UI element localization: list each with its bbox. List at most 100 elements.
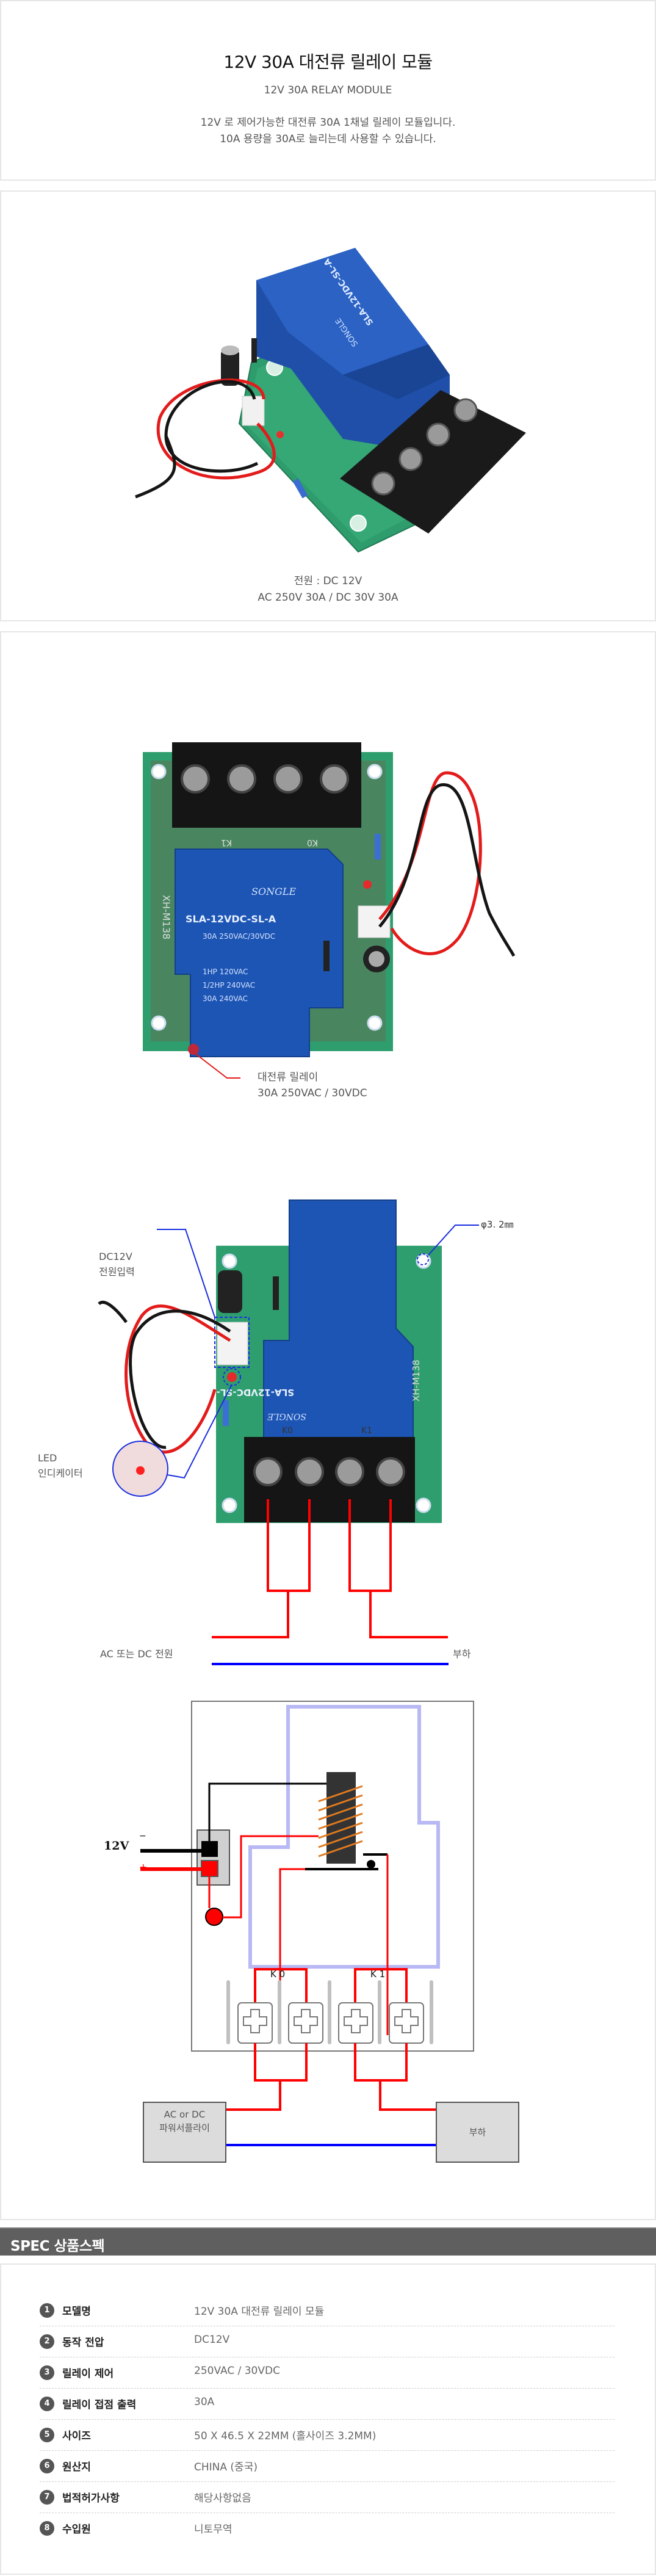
resistor xyxy=(375,834,381,859)
capacitor xyxy=(218,1270,242,1313)
spec-label: 법적허가사항 xyxy=(62,2492,120,2505)
terminal-k0-label: K0 xyxy=(307,838,318,847)
spec-row: 2 동작 전압 DC12V xyxy=(38,2326,615,2357)
mount-hole xyxy=(222,1253,237,1269)
black-wire xyxy=(98,1300,231,1449)
coil-negative-wire xyxy=(208,1782,326,1845)
power-supply-line-1: AC or DC xyxy=(164,2109,206,2120)
spec-header: SPEC 상품스펙 xyxy=(0,2227,656,2256)
load-label: 부하 xyxy=(453,1648,471,1660)
relay-hp1-text: 1HP 120VAC xyxy=(203,968,248,976)
terminal-screw xyxy=(398,447,423,471)
terminal-block xyxy=(340,390,526,534)
row-separator xyxy=(40,2450,615,2451)
red-wire xyxy=(124,1304,231,1454)
black-wire xyxy=(378,783,516,957)
spec-value: 50 X 46.5 X 22MM (홀사이즈 3.2MM) xyxy=(194,2430,377,2442)
spec-number-badge: 2 xyxy=(40,2334,54,2349)
spec-number-badge: 7 xyxy=(40,2490,54,2505)
source-label: AC 또는 DC 전원 xyxy=(100,1648,173,1660)
hole-size-label: φ3. 2㎜ xyxy=(481,1219,514,1230)
k0-label: K 0 xyxy=(270,1969,286,1980)
terminal-k1-label: K1 xyxy=(361,1426,372,1436)
diode xyxy=(251,338,257,363)
terminal-screw xyxy=(453,398,478,422)
relay-amp-text: 30A 240VAC xyxy=(203,994,248,1003)
spec-value: 해당사항없음 xyxy=(194,2492,251,2505)
terminal-screw xyxy=(181,764,210,794)
relay-model-text: SLA-12VDC-SL-A xyxy=(209,1387,294,1398)
k1-label: K 1 xyxy=(370,1969,386,1980)
terminal-screw xyxy=(371,471,395,496)
terminal-screw xyxy=(273,764,303,794)
supply-live-wire xyxy=(226,2080,281,2111)
terminal-screw xyxy=(253,1457,283,1486)
indicator-led xyxy=(205,1908,223,1926)
hole-highlight xyxy=(417,1253,429,1265)
power-supply-line-2: 파워서플라이 xyxy=(159,2122,210,2133)
relay-callout-line xyxy=(195,1053,240,1079)
diode xyxy=(323,941,330,971)
terminal-screw xyxy=(426,422,450,447)
spec-title: SPEC 상품스펙 xyxy=(10,2238,105,2254)
terminal-block xyxy=(172,742,361,828)
spec-value: 12V 30A 대전류 릴레이 모듈 xyxy=(194,2306,325,2318)
relay-callout-line-2: 30A 250VAC / 30VDC xyxy=(258,1087,367,1099)
led-indicator-label: LED 인디케이터 xyxy=(38,1450,83,1481)
power-supply-label: AC or DC 파워서플라이 xyxy=(145,2108,225,2135)
relay-outline xyxy=(248,1705,440,1969)
spec-value: 니토무역 xyxy=(194,2524,232,2536)
power-connector-highlight xyxy=(214,1317,250,1368)
spec-number-badge: 8 xyxy=(40,2521,54,2536)
k0-loop xyxy=(254,1968,308,2012)
spec-label: 수입원 xyxy=(62,2524,91,2536)
mount-hole xyxy=(151,764,167,780)
product-photo-section: SONGLE SLA-12VDC-SL-A 전원 : DC 12V AC 250… xyxy=(0,190,656,621)
rating-caption: AC 250V 30A / DC 30V 30A xyxy=(258,592,398,604)
contact-k0-wire xyxy=(279,1868,305,2035)
photo1-caption: 전원 : DC 12V AC 250V 30A / DC 30V 30A xyxy=(1,573,655,606)
spec-value: 30A xyxy=(194,2396,215,2408)
relay-callout-line-1: 대전류 릴레이 xyxy=(258,1071,319,1084)
mount-hole xyxy=(350,515,367,532)
live-wire xyxy=(212,1591,289,1638)
led xyxy=(363,880,372,889)
mount-hole xyxy=(367,1015,383,1031)
resistor xyxy=(223,1400,229,1426)
row-separator xyxy=(40,2388,615,2389)
spec-label: 동작 전압 xyxy=(62,2337,104,2349)
relay-callout-dot xyxy=(188,1044,199,1055)
wiring-photo: SLA-12VDC-SL-A SONGLE XH-M138 K0 K1 xyxy=(98,1199,479,1638)
relay-module-topview: K1 K0 XH-M138 SONGLE SLA-12VDC-SL-A 30A … xyxy=(143,742,516,1079)
red-wire xyxy=(378,771,482,955)
power-input-line-2: 전원입력 xyxy=(99,1266,135,1278)
board-model-label: XH-M138 xyxy=(411,1359,422,1402)
diagram-board-outline xyxy=(191,1701,474,2052)
power-supply-box xyxy=(143,2102,226,2163)
terminal-screw xyxy=(320,764,349,794)
terminal-barriers xyxy=(226,1980,433,2044)
coil-positive-wire xyxy=(223,1835,319,1919)
spec-number-badge: 5 xyxy=(40,2428,54,2442)
power-input-line-1: DC12V xyxy=(99,1251,132,1262)
spec-label: 원산지 xyxy=(62,2461,91,2473)
spec-label: 모델명 xyxy=(62,2306,91,2318)
mount-hole xyxy=(222,1497,237,1513)
led xyxy=(227,1372,237,1382)
spec-number-badge: 4 xyxy=(40,2397,54,2411)
spec-label: 릴레이 제어 xyxy=(62,2368,114,2380)
black-wire xyxy=(135,380,259,499)
terminal-k1-label: K1 xyxy=(221,838,232,847)
spec-value: 250VAC / 30VDC xyxy=(194,2365,280,2377)
terminal-screw xyxy=(376,1457,405,1486)
power-caption: 전원 : DC 12V xyxy=(294,575,362,587)
relay-body xyxy=(175,848,344,1057)
terminal-screw xyxy=(295,1457,324,1486)
detail-section: K1 K0 XH-M138 SONGLE SLA-12VDC-SL-A 30A … xyxy=(0,631,656,2220)
wiring-diagram xyxy=(140,1701,519,2163)
spec-value: DC12V xyxy=(194,2334,230,2346)
load-live-wire xyxy=(379,2080,436,2111)
led xyxy=(276,431,284,438)
